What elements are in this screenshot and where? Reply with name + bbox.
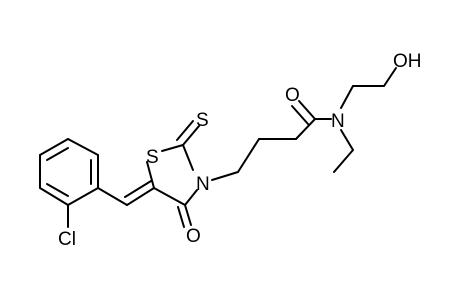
atom-label-o-amide: O	[285, 85, 300, 106]
amide-carbonyl-bond-b	[291, 105, 309, 125]
atom-label-cl: Cl	[58, 229, 76, 250]
chain-bond-2	[237, 138, 260, 173]
chain-bond-1	[211, 171, 239, 181]
ethyl-bond-2	[333, 149, 354, 173]
thiazolidine-ring	[146, 144, 198, 206]
atom-label-s-ring: S	[146, 147, 159, 168]
aryl-ch-bond	[97, 187, 128, 206]
exocyclic-double-bond-a	[126, 187, 155, 206]
atom-label-n-amide: N	[331, 111, 345, 132]
atom-label-n-ring: N	[196, 174, 210, 195]
ethyl-bond-1	[340, 129, 354, 151]
thione-bond-b	[176, 120, 194, 141]
hydroxyethyl-bond-1	[340, 85, 354, 109]
ring-carbonyl-bond-b	[177, 206, 185, 228]
hydroxyethyl-bond-3	[383, 67, 397, 87]
atom-label-o-ring: O	[186, 226, 201, 247]
exocyclic-double-bond-b	[124, 180, 152, 198]
thione-bond-a	[182, 125, 200, 146]
ring-carbonyl-bond-a	[184, 204, 192, 226]
benzene-ring	[39, 138, 99, 206]
amide-carbonyl-bond-a	[298, 100, 316, 120]
chain-bond-4	[295, 118, 316, 140]
atom-label-oh: OH	[393, 51, 422, 72]
atom-label-s-thione: S	[196, 110, 209, 131]
